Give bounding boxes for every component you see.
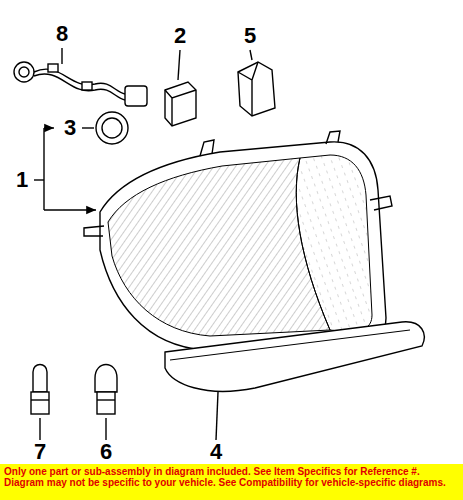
callout-number: 2 bbox=[174, 25, 186, 47]
callout-number: 6 bbox=[100, 441, 112, 463]
callout-number: 8 bbox=[56, 23, 68, 45]
notice-band: Only one part or sub-assembly in diagram… bbox=[0, 464, 463, 500]
callout-number: 7 bbox=[34, 441, 46, 463]
callout-number: 1 bbox=[16, 169, 28, 191]
notice-text: Only one part or sub-assembly in diagram… bbox=[4, 466, 459, 488]
callout-number: 5 bbox=[244, 25, 256, 47]
callout-number: 4 bbox=[210, 441, 222, 463]
callout-number: 3 bbox=[64, 117, 76, 139]
